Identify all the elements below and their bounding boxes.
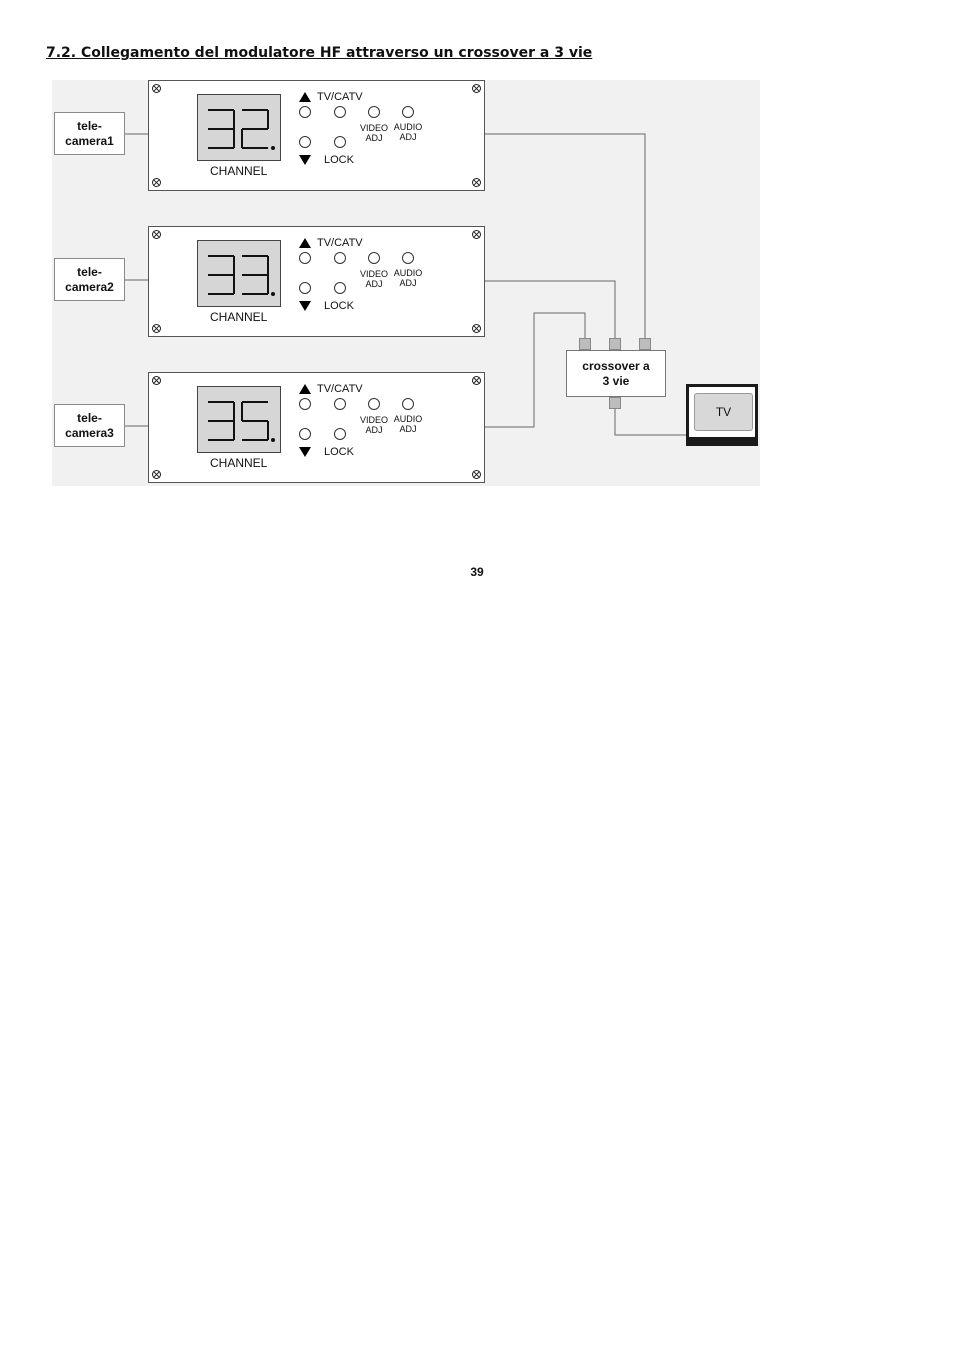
down-arrow-icon — [299, 155, 311, 165]
tv-frame: TV — [689, 387, 755, 437]
screw-icon — [152, 324, 161, 333]
screw-icon — [472, 376, 481, 385]
up-button[interactable] — [299, 106, 311, 118]
down-button[interactable] — [299, 282, 311, 294]
up-arrow-icon — [299, 92, 311, 102]
camera-label-line1: tele- — [77, 118, 102, 133]
wire-tv — [614, 409, 690, 436]
lock-button[interactable] — [334, 282, 346, 294]
up-arrow-icon — [299, 238, 311, 248]
lock-label: LOCK — [324, 154, 354, 166]
down-arrow-icon — [299, 301, 311, 311]
channel-label: CHANNEL — [210, 310, 268, 324]
lock-label: LOCK — [324, 300, 354, 312]
screw-icon — [472, 178, 481, 187]
crossover-box: crossover a 3 vie — [566, 350, 666, 397]
up-button[interactable] — [299, 252, 311, 264]
screw-icon — [152, 376, 161, 385]
digit-3 — [208, 401, 235, 441]
down-button[interactable] — [299, 136, 311, 148]
lock-button[interactable] — [334, 428, 346, 440]
wire-mod3 — [485, 312, 586, 428]
channel-label: CHANNEL — [210, 456, 268, 470]
crossover-output-port — [609, 397, 621, 409]
channel-display — [197, 240, 281, 307]
digit-2 — [241, 109, 269, 149]
lock-label: LOCK — [324, 446, 354, 458]
crossover-label-line1: crossover a — [582, 358, 650, 373]
video-adj-knob[interactable] — [368, 398, 380, 410]
wire-mod1-b — [628, 133, 646, 338]
camera-label-line1: tele- — [77, 264, 102, 279]
camera-label-line2: camera1 — [65, 133, 114, 148]
camera-label-line2: camera3 — [65, 425, 114, 440]
seven-segment-digits — [208, 401, 275, 442]
up-arrow-icon — [299, 384, 311, 394]
camera-box-2: tele- camera2 — [54, 258, 125, 301]
screw-icon — [152, 470, 161, 479]
tvcatv-label: TV/CATV — [317, 237, 363, 249]
wire-mod2 — [485, 280, 616, 338]
page-heading: 7.2. Collegamento del modulatore HF attr… — [46, 45, 593, 61]
audio-adj-knob[interactable] — [402, 252, 414, 264]
camera-box-3: tele- camera3 — [54, 404, 125, 447]
page-number: 39 — [470, 565, 484, 579]
down-button[interactable] — [299, 428, 311, 440]
camera-label-line2: camera2 — [65, 279, 114, 294]
seven-segment-digits — [208, 109, 275, 150]
channel-display — [197, 94, 281, 161]
down-arrow-icon — [299, 447, 311, 457]
tvcatv-label: TV/CATV — [317, 91, 363, 103]
decimal-point — [271, 292, 275, 296]
digit-5 — [241, 401, 269, 441]
screw-icon — [472, 230, 481, 239]
digit-3 — [242, 255, 269, 295]
screw-icon — [472, 324, 481, 333]
digit-3 — [208, 109, 235, 149]
tvcatv-button[interactable] — [334, 398, 346, 410]
decimal-point — [271, 146, 275, 150]
tv-label: TV — [715, 405, 732, 419]
crossover-input-port-3 — [639, 338, 651, 350]
audio-adj-knob[interactable] — [402, 398, 414, 410]
tvcatv-label: TV/CATV — [317, 383, 363, 395]
up-button[interactable] — [299, 398, 311, 410]
camera-box-1: tele- camera1 — [54, 112, 125, 155]
crossover-input-port-1 — [579, 338, 591, 350]
screw-icon — [472, 84, 481, 93]
decimal-point — [271, 438, 275, 442]
seven-segment-digits — [208, 255, 275, 296]
tv-screen: TV — [694, 393, 753, 431]
channel-display — [197, 386, 281, 453]
channel-label: CHANNEL — [210, 164, 268, 178]
screw-icon — [152, 84, 161, 93]
tv-set: TV — [686, 384, 758, 446]
crossover-input-port-2 — [609, 338, 621, 350]
screw-icon — [472, 470, 481, 479]
screw-icon — [152, 230, 161, 239]
video-adj-knob[interactable] — [368, 252, 380, 264]
tvcatv-button[interactable] — [334, 252, 346, 264]
digit-3 — [208, 255, 235, 295]
camera-label-line1: tele- — [77, 410, 102, 425]
audio-adj-knob[interactable] — [402, 106, 414, 118]
crossover-label-line2: 3 vie — [602, 373, 630, 388]
screw-icon — [152, 178, 161, 187]
tvcatv-button[interactable] — [334, 106, 346, 118]
video-adj-knob[interactable] — [368, 106, 380, 118]
wiring — [125, 133, 690, 436]
lock-button[interactable] — [334, 136, 346, 148]
